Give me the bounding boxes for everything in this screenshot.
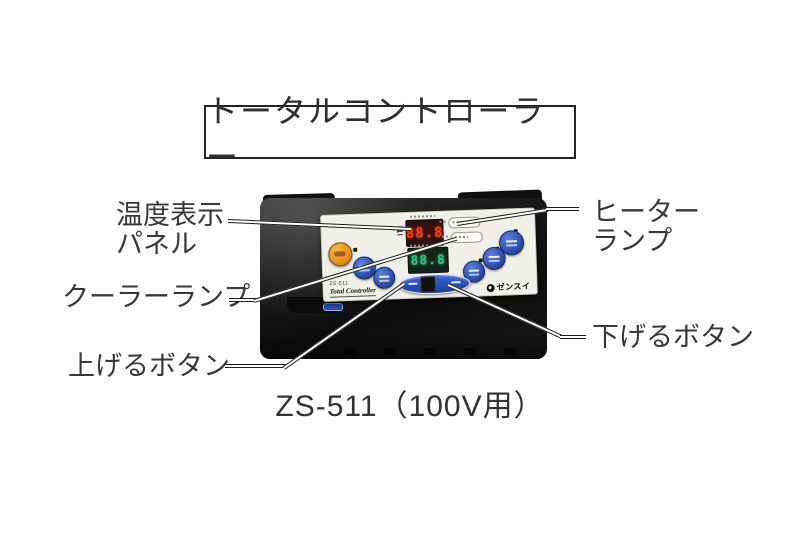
zensui-logo-icon [486, 283, 495, 292]
cooler-lamp-caption [441, 235, 449, 238]
label-heater-lamp-line1: ヒーター [592, 197, 700, 227]
power-indicator-dot [353, 247, 358, 252]
label-heater-lamp: ヒーター ランプ [592, 198, 700, 256]
label-heater-lamp-line2: ランプ [592, 226, 673, 256]
label-temp-display-line1: 温度表示 [116, 200, 224, 230]
brand-script: Total Controller [329, 286, 377, 296]
label-down-button: 下げるボタン [592, 322, 754, 352]
label-up-button: 上げるボタン [68, 351, 230, 381]
zensui-logo: ゼンスイ [486, 281, 531, 294]
leader-heater-horizontal [546, 207, 579, 211]
rocker-center-window [420, 276, 436, 293]
leader-down-horizontal [560, 335, 586, 339]
power-button [327, 241, 353, 267]
vent-notch [424, 348, 436, 355]
zensui-logo-text: ゼンスイ [496, 281, 531, 292]
leader-cooler-horizontal [229, 298, 256, 302]
control-panel: 88.8 88.8 ZS-511 Total Controller [320, 207, 538, 302]
model-underline [329, 295, 376, 298]
leader-up-horizontal [225, 364, 286, 368]
cooler-lamp-marks [454, 235, 468, 239]
vent-notch [464, 348, 476, 355]
title-box: トータルコントローラー [204, 93, 576, 175]
model-caption: ZS-511（100V用） [275, 390, 545, 423]
temperature-value: 88.8 [405, 224, 444, 242]
right-button-2 [482, 246, 507, 271]
set-button [372, 266, 396, 290]
vent-notch [504, 348, 516, 355]
set-temperature-value: 88.8 [410, 252, 447, 269]
model-block: ZS-511 Total Controller [329, 280, 376, 298]
display-caption-marks [410, 214, 436, 218]
controller-device: 88.8 88.8 ZS-511 Total Controller [260, 198, 547, 359]
tab-blue-label [323, 303, 343, 311]
label-temp-display-line2: パネル [116, 229, 197, 259]
vent-notch [344, 348, 356, 355]
label-temp-display: 温度表示 パネル [116, 201, 224, 259]
vent-notch [384, 348, 396, 355]
label-cooler-lamp: クーラーランプ [62, 282, 251, 312]
heater-lamp-caption [439, 220, 447, 223]
page-title: トータルコントローラー [206, 93, 546, 175]
